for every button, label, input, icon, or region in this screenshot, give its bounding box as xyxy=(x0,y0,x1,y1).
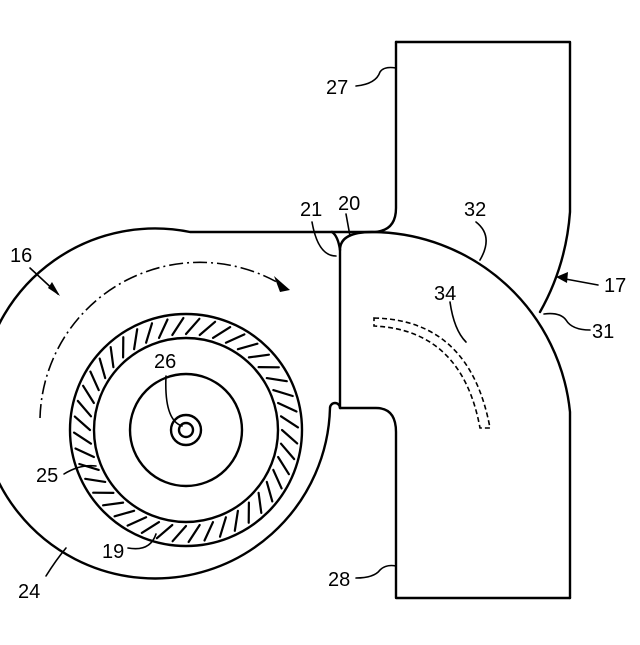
upper-duct xyxy=(396,42,570,312)
airflow-arrowhead xyxy=(274,276,290,292)
leader-24 xyxy=(46,548,66,576)
impeller-blade xyxy=(146,323,152,342)
label-16: 16 xyxy=(10,245,32,267)
label-24: 24 xyxy=(18,581,40,603)
lower-duct xyxy=(340,408,570,598)
shaft-hub xyxy=(171,415,201,445)
motor-housing xyxy=(130,374,242,486)
impeller-blade xyxy=(249,355,269,358)
impeller-blade xyxy=(115,511,135,517)
impeller-blade xyxy=(172,318,183,335)
impeller-blade xyxy=(281,416,298,427)
impeller-blade xyxy=(226,334,245,342)
label-31: 31 xyxy=(592,321,614,343)
impeller-blade xyxy=(76,449,94,458)
impeller-blade xyxy=(78,401,91,416)
tongue-edge xyxy=(332,232,340,250)
impeller-blade xyxy=(282,430,297,443)
impeller-blade xyxy=(90,372,98,391)
impeller-blade xyxy=(273,470,281,489)
impeller-blade xyxy=(235,511,238,531)
impeller-blade xyxy=(220,517,226,536)
label-17: 17 xyxy=(604,275,626,297)
label-19: 19 xyxy=(102,541,124,563)
impeller-blade xyxy=(238,344,258,350)
impeller-blade xyxy=(278,403,296,412)
impeller-blade xyxy=(189,525,200,542)
impeller-blade xyxy=(281,444,294,459)
impeller-blades xyxy=(74,318,298,542)
impeller-blade xyxy=(200,322,215,335)
guide-vane xyxy=(374,318,490,428)
impeller-blade xyxy=(213,327,230,338)
impeller-blade xyxy=(205,522,214,540)
impeller-blade xyxy=(273,390,292,396)
label-34: 34 xyxy=(434,283,456,305)
leader-26 xyxy=(166,376,182,426)
impeller-blade xyxy=(74,433,91,444)
impeller-blade xyxy=(100,359,106,379)
impeller-blade xyxy=(159,320,168,338)
label-28: 28 xyxy=(328,569,350,591)
label-25: 25 xyxy=(36,465,58,487)
impeller-blade xyxy=(259,493,262,513)
label-26: 26 xyxy=(154,351,176,373)
leader-28 xyxy=(356,566,396,579)
impeller-blade xyxy=(85,479,105,482)
impeller-blade xyxy=(267,378,287,381)
impeller-blade xyxy=(75,417,90,430)
impeller-blade xyxy=(134,329,137,349)
leader-21 xyxy=(312,222,336,256)
label-20: 20 xyxy=(338,193,360,215)
impeller-blade xyxy=(278,457,289,474)
leader-27 xyxy=(356,68,396,87)
impeller-blade xyxy=(267,482,273,502)
label-21: 21 xyxy=(300,199,322,221)
impeller-outer-ring xyxy=(70,314,302,546)
leader-31 xyxy=(544,314,590,330)
impeller-inner-ring xyxy=(94,338,278,522)
leader-16-arrow xyxy=(48,282,60,296)
label-32: 32 xyxy=(464,199,486,221)
impeller-blade xyxy=(157,525,172,538)
impeller-blade xyxy=(128,517,147,525)
leader-32 xyxy=(476,222,486,260)
impeller-blade xyxy=(111,347,114,367)
impeller-blade xyxy=(142,522,159,533)
impeller-blade xyxy=(83,386,94,403)
impeller-blade xyxy=(103,503,123,506)
impeller-blade xyxy=(173,526,186,541)
impeller-blade xyxy=(186,319,199,334)
label-27: 27 xyxy=(326,77,348,99)
leader-34 xyxy=(450,302,466,342)
